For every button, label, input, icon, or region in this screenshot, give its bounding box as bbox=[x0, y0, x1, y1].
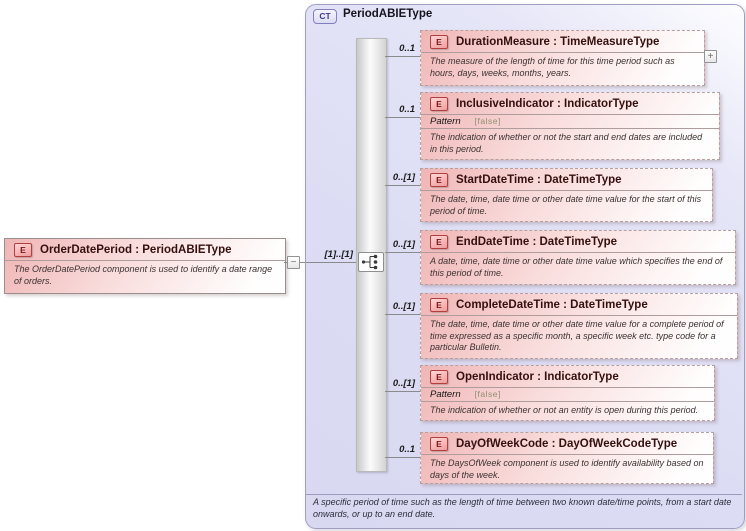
element-node-complete-date-time[interactable]: E CompleteDateTime : DateTimeType The da… bbox=[420, 293, 738, 359]
connector-line bbox=[385, 314, 420, 315]
element-description: The measure of the length of time for th… bbox=[430, 56, 675, 78]
element-header: E StartDateTime : DateTimeType bbox=[421, 169, 712, 190]
connector-line bbox=[385, 391, 420, 392]
divider bbox=[421, 190, 712, 191]
divider bbox=[421, 454, 713, 455]
divider bbox=[421, 252, 735, 253]
element-title: DurationMeasure : TimeMeasureType bbox=[456, 36, 660, 48]
element-description: The indication of whether or not an enti… bbox=[430, 405, 699, 415]
complex-type-annotation: A specific period of time such as the le… bbox=[313, 497, 732, 519]
cardinality-label: 0..[1] bbox=[392, 301, 415, 312]
pattern-value: [false] bbox=[474, 389, 501, 399]
connector-line bbox=[385, 457, 420, 458]
element-description: The DaysOfWeek component is used to iden… bbox=[430, 458, 704, 480]
element-icon: E bbox=[430, 370, 448, 384]
element-title: OpenIndicator : IndicatorType bbox=[456, 371, 619, 383]
element-icon: E bbox=[14, 243, 32, 257]
cardinality-label: 0..1 bbox=[399, 43, 415, 54]
element-icon: E bbox=[430, 97, 448, 111]
expand-toggle[interactable]: + bbox=[704, 50, 717, 63]
divider bbox=[421, 315, 737, 316]
element-icon: E bbox=[430, 235, 448, 249]
element-title: EndDateTime : DateTimeType bbox=[456, 236, 618, 248]
element-node-day-of-week-code[interactable]: E DayOfWeekCode : DayOfWeekCodeType The … bbox=[420, 432, 714, 484]
element-icon: E bbox=[430, 298, 448, 312]
pattern-label: Pattern bbox=[430, 389, 461, 400]
connector-line bbox=[385, 252, 420, 253]
element-title: CompleteDateTime : DateTimeType bbox=[456, 299, 648, 311]
element-description: The indication of whether or not the sta… bbox=[430, 132, 703, 154]
root-element-title: OrderDatePeriod : PeriodABIEType bbox=[40, 244, 232, 256]
element-node-inclusive-indicator[interactable]: E InclusiveIndicator : IndicatorType Pat… bbox=[420, 92, 720, 160]
model-cardinality-label: [1]..[1] bbox=[324, 249, 354, 260]
complex-type-title: PeriodABIEType bbox=[343, 8, 433, 20]
pattern-facet: Pattern [false] bbox=[421, 115, 719, 128]
pattern-facet: Pattern [false] bbox=[421, 388, 714, 401]
connector-line bbox=[306, 262, 357, 263]
element-node-open-indicator[interactable]: E OpenIndicator : IndicatorType Pattern … bbox=[420, 365, 715, 421]
element-description: The date, time, date time or other date … bbox=[430, 194, 702, 216]
element-icon: E bbox=[430, 35, 448, 49]
element-node-duration-measure[interactable]: E DurationMeasure : TimeMeasureType The … bbox=[420, 30, 705, 86]
element-description: A date, time, date time or other date ti… bbox=[430, 256, 723, 278]
element-icon: E bbox=[430, 173, 448, 187]
divider bbox=[306, 494, 742, 495]
divider bbox=[421, 52, 704, 53]
divider bbox=[5, 260, 285, 261]
element-header: E DurationMeasure : TimeMeasureType bbox=[421, 31, 704, 52]
complex-type-icon: CT bbox=[313, 9, 337, 24]
element-title: StartDateTime : DateTimeType bbox=[456, 174, 622, 186]
element-title: DayOfWeekCode : DayOfWeekCodeType bbox=[456, 438, 678, 450]
element-node-end-date-time[interactable]: E EndDateTime : DateTimeType A date, tim… bbox=[420, 230, 736, 285]
connector-line bbox=[385, 56, 420, 57]
divider bbox=[421, 114, 719, 115]
root-element-header: E OrderDatePeriod : PeriodABIEType bbox=[5, 239, 285, 260]
divider bbox=[421, 128, 719, 129]
cardinality-label: 0..[1] bbox=[392, 378, 415, 389]
root-element-node[interactable]: E OrderDatePeriod : PeriodABIEType The O… bbox=[4, 238, 286, 294]
divider bbox=[421, 387, 714, 388]
element-header: E InclusiveIndicator : IndicatorType bbox=[421, 93, 719, 114]
element-icon: E bbox=[430, 437, 448, 451]
root-element-description: The OrderDatePeriod component is used to… bbox=[14, 264, 273, 286]
element-header: E CompleteDateTime : DateTimeType bbox=[421, 294, 737, 315]
connector-line bbox=[385, 185, 420, 186]
element-header: E DayOfWeekCode : DayOfWeekCodeType bbox=[421, 433, 713, 454]
cardinality-label: 0..[1] bbox=[392, 239, 415, 250]
connector-line bbox=[385, 117, 420, 118]
element-header: E OpenIndicator : IndicatorType bbox=[421, 366, 714, 387]
element-title: InclusiveIndicator : IndicatorType bbox=[456, 98, 639, 110]
pattern-value: [false] bbox=[474, 116, 501, 126]
divider bbox=[421, 401, 714, 402]
collapse-toggle[interactable]: − bbox=[287, 256, 300, 269]
pattern-label: Pattern bbox=[430, 116, 461, 127]
cardinality-label: 0..1 bbox=[399, 444, 415, 455]
cardinality-label: 0..[1] bbox=[392, 172, 415, 183]
element-node-start-date-time[interactable]: E StartDateTime : DateTimeType The date,… bbox=[420, 168, 713, 222]
element-description: The date, time, date time or other date … bbox=[430, 319, 724, 352]
element-header: E EndDateTime : DateTimeType bbox=[421, 231, 735, 252]
cardinality-label: 0..1 bbox=[399, 104, 415, 115]
sequence-icon bbox=[358, 252, 384, 272]
